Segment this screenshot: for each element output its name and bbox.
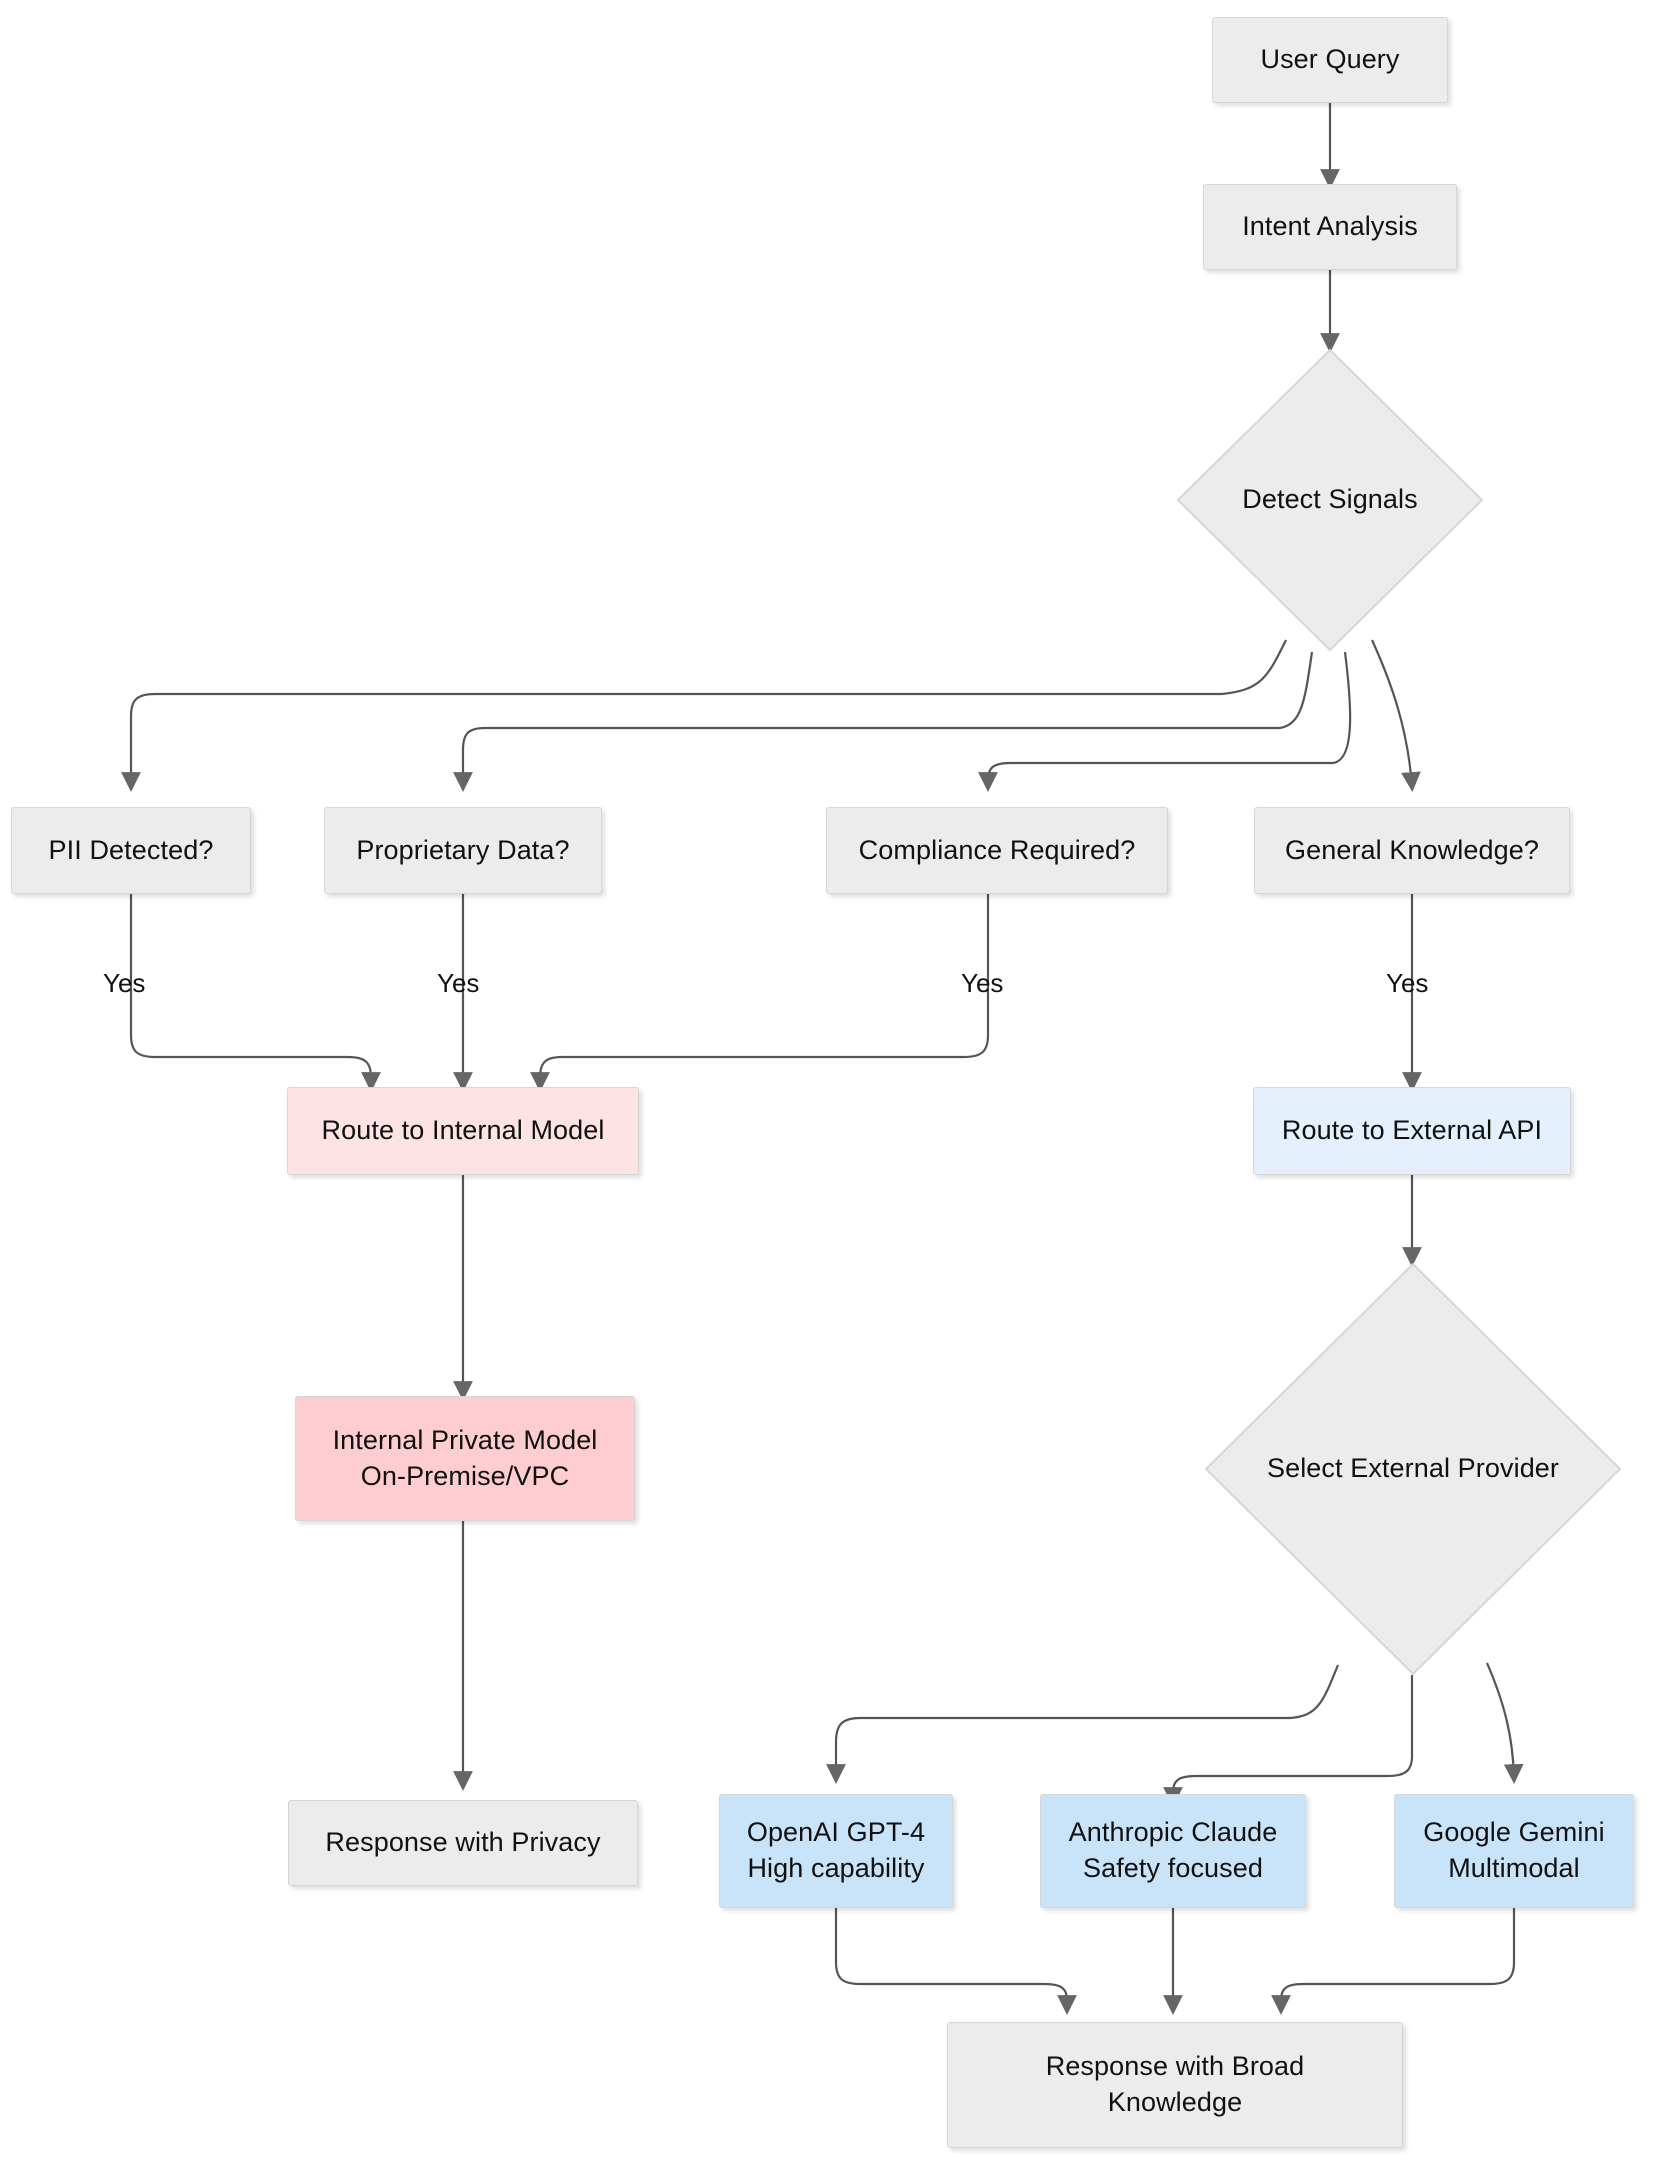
detect-signals-diamond-shape — [1176, 348, 1484, 652]
edge-select-provider-to-anthropic — [1163, 1675, 1414, 1807]
node-detect-signals[interactable]: Detect Signals — [1176, 348, 1484, 652]
node-compliance-required-label: Compliance Required? — [858, 834, 1136, 865]
node-proprietary-data-label: Proprietary Data? — [356, 834, 570, 865]
node-anthropic-claude[interactable]: Anthropic Claude Safety focused — [1040, 1794, 1306, 1908]
node-openai-gpt4-label: OpenAI GPT-4 High capability — [746, 1817, 926, 1883]
edge-label-proprietary-yes: Yes — [437, 968, 479, 999]
edge-select-provider-to-gemini — [1485, 1662, 1524, 1784]
edge-label-pii-yes: Yes — [103, 968, 145, 999]
edge-label-pii-yes-text: Yes — [103, 968, 146, 998]
edge-detect-signals-to-general — [1370, 639, 1421, 792]
node-pii-detected-label: PII Detected? — [48, 834, 214, 865]
edge-select-provider-to-openai — [826, 1664, 1340, 1784]
node-response-with-privacy-label: Response with Privacy — [325, 1827, 601, 1858]
edge-label-compliance-yes-text: Yes — [961, 968, 1004, 998]
node-intent-analysis-label: Intent Analysis — [1242, 211, 1418, 242]
node-user-query-label: User Query — [1260, 44, 1400, 75]
node-google-gemini-label: Google Gemini Multimodal — [1423, 1817, 1605, 1883]
node-detect-signals-label: Detect Signals — [1242, 484, 1418, 515]
edge-detect-signals-to-proprietary — [453, 651, 1314, 792]
node-route-to-external-api-label: Route to External API — [1281, 1115, 1543, 1146]
node-anthropic-claude-label: Anthropic Claude Safety focused — [1068, 1817, 1278, 1883]
node-google-gemini[interactable]: Google Gemini Multimodal — [1394, 1794, 1634, 1908]
node-route-to-external-api[interactable]: Route to External API — [1253, 1087, 1571, 1175]
node-select-external-provider[interactable]: Select External Provider — [1204, 1262, 1622, 1676]
node-route-to-internal-model-label: Route to Internal Model — [321, 1115, 605, 1146]
edge-detect-signals-to-compliance — [978, 651, 1352, 792]
node-internal-private-model-label: Internal Private Model On-Premise/VPC — [332, 1424, 598, 1491]
node-proprietary-data[interactable]: Proprietary Data? — [324, 807, 602, 894]
node-internal-private-model[interactable]: Internal Private Model On-Premise/VPC — [295, 1396, 635, 1521]
node-compliance-required[interactable]: Compliance Required? — [826, 807, 1168, 894]
node-general-knowledge[interactable]: General Knowledge? — [1254, 807, 1570, 894]
node-response-with-privacy[interactable]: Response with Privacy — [288, 1800, 638, 1886]
node-general-knowledge-label: General Knowledge? — [1285, 834, 1539, 865]
node-route-to-internal-model[interactable]: Route to Internal Model — [287, 1087, 639, 1175]
node-openai-gpt4[interactable]: OpenAI GPT-4 High capability — [719, 1794, 953, 1908]
edge-detect-signals-to-pii — [121, 639, 1287, 792]
edge-label-proprietary-yes-text: Yes — [437, 968, 480, 998]
edge-label-general-yes-text: Yes — [1386, 968, 1429, 998]
edge-label-general-yes: Yes — [1386, 968, 1428, 999]
edge-label-compliance-yes: Yes — [961, 968, 1003, 999]
node-response-with-broad-knowledge[interactable]: Response with Broad Knowledge — [947, 2022, 1403, 2148]
node-pii-detected[interactable]: PII Detected? — [11, 807, 251, 894]
node-user-query[interactable]: User Query — [1212, 17, 1448, 103]
node-intent-analysis[interactable]: Intent Analysis — [1203, 184, 1457, 270]
edge-pii-to-route-internal — [129, 894, 381, 1092]
edge-openai-to-response-broad — [834, 1908, 1077, 2015]
node-response-with-broad-knowledge-label: Response with Broad Knowledge — [1045, 2051, 1305, 2117]
node-select-external-provider-label: Select External Provider — [1266, 1453, 1560, 1484]
edge-gemini-to-response-broad — [1271, 1908, 1516, 2015]
select-external-provider-diamond-shape — [1204, 1262, 1622, 1676]
edge-compliance-to-route-internal — [530, 894, 990, 1092]
